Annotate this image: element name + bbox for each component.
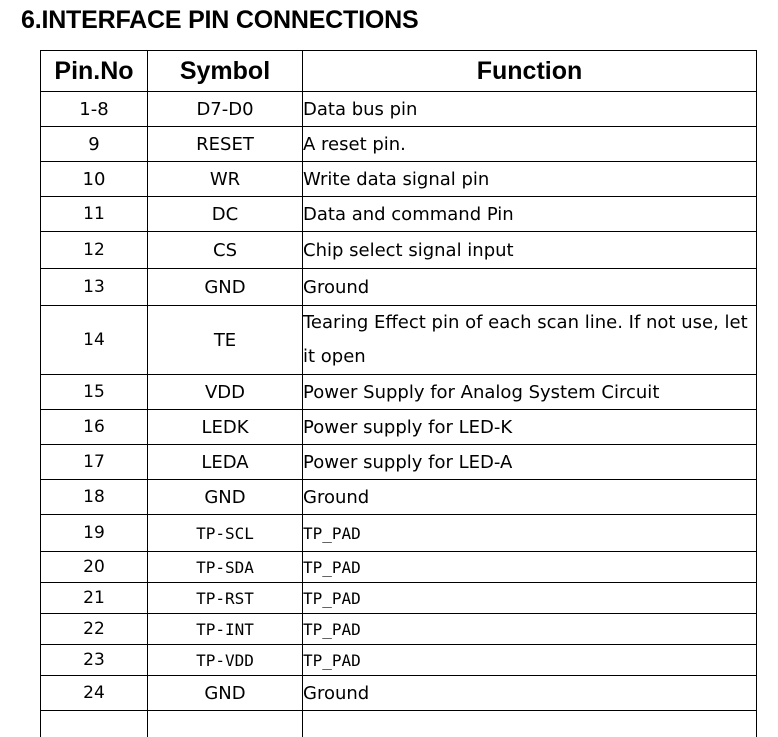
table-row: 16 LEDK Power supply for LED-K <box>41 410 757 445</box>
function-cell: Write data signal pin <box>303 162 757 197</box>
table-row: 23 TP-VDD TP_PAD <box>41 645 757 676</box>
pin-cell: 19 <box>41 515 148 552</box>
pin-cell: 9 <box>41 127 148 162</box>
table-row: 9 RESET A reset pin. <box>41 127 757 162</box>
function-cell: TP_PAD <box>303 614 757 645</box>
pin-cell: 16 <box>41 410 148 445</box>
function-cell: Power supply for LED-K <box>303 410 757 445</box>
pin-cell: 22 <box>41 614 148 645</box>
table-row: 17 LEDA Power supply for LED-A <box>41 445 757 480</box>
function-cell: Ground <box>303 269 757 306</box>
pin-cell: 23 <box>41 645 148 676</box>
header-symbol: Symbol <box>148 51 303 92</box>
symbol-cell: GND <box>148 480 303 515</box>
symbol-cell: DC <box>148 197 303 232</box>
symbol-cell: TP-SCL <box>148 515 303 552</box>
pin-cell: 20 <box>41 552 148 583</box>
symbol-cell: LEDA <box>148 445 303 480</box>
pin-cell: 18 <box>41 480 148 515</box>
pin-cell: 10 <box>41 162 148 197</box>
empty-cell <box>41 711 148 737</box>
table-row: 19 TP-SCL TP_PAD <box>41 515 757 552</box>
function-cell: Power Supply for Analog System Circuit <box>303 375 757 410</box>
pin-cell: 17 <box>41 445 148 480</box>
pin-cell: 21 <box>41 583 148 614</box>
table-row: 18 GND Ground <box>41 480 757 515</box>
table-row: 20 TP-SDA TP_PAD <box>41 552 757 583</box>
symbol-cell: TE <box>148 306 303 375</box>
pin-cell: 1-8 <box>41 92 148 127</box>
table-row: 15 VDD Power Supply for Analog System Ci… <box>41 375 757 410</box>
empty-cell <box>303 711 757 737</box>
function-cell: Data bus pin <box>303 92 757 127</box>
header-pin-no: Pin.No <box>41 51 148 92</box>
empty-cell <box>148 711 303 737</box>
function-cell: TP_PAD <box>303 552 757 583</box>
table-row: 14 TE Tearing Effect pin of each scan li… <box>41 306 757 375</box>
pin-cell: 12 <box>41 232 148 269</box>
table-row: 12 CS Chip select signal input <box>41 232 757 269</box>
function-cell: Chip select signal input <box>303 232 757 269</box>
pin-cell: 24 <box>41 676 148 711</box>
table-row: 11 DC Data and command Pin <box>41 197 757 232</box>
symbol-cell: GND <box>148 269 303 306</box>
function-cell: TP_PAD <box>303 645 757 676</box>
function-cell: Ground <box>303 676 757 711</box>
header-row: Pin.No Symbol Function <box>41 51 757 92</box>
function-cell: Data and command Pin <box>303 197 757 232</box>
function-cell: A reset pin. <box>303 127 757 162</box>
table-row: 24 GND Ground <box>41 676 757 711</box>
function-cell: Power supply for LED-A <box>303 445 757 480</box>
symbol-cell: TP-RST <box>148 583 303 614</box>
pin-connections-table: Pin.No Symbol Function 1-8 D7-D0 Data bu… <box>40 50 757 737</box>
pin-cell: 13 <box>41 269 148 306</box>
table-row-empty <box>41 711 757 737</box>
symbol-cell: D7-D0 <box>148 92 303 127</box>
table-row: 10 WR Write data signal pin <box>41 162 757 197</box>
table-row: 1-8 D7-D0 Data bus pin <box>41 92 757 127</box>
symbol-cell: LEDK <box>148 410 303 445</box>
symbol-cell: RESET <box>148 127 303 162</box>
symbol-cell: CS <box>148 232 303 269</box>
symbol-cell: TP-INT <box>148 614 303 645</box>
pin-cell: 14 <box>41 306 148 375</box>
function-cell: Ground <box>303 480 757 515</box>
table-row: 21 TP-RST TP_PAD <box>41 583 757 614</box>
function-cell: TP_PAD <box>303 583 757 614</box>
header-function: Function <box>303 51 757 92</box>
pin-cell: 11 <box>41 197 148 232</box>
symbol-cell: WR <box>148 162 303 197</box>
symbol-cell: TP-VDD <box>148 645 303 676</box>
pin-cell: 15 <box>41 375 148 410</box>
function-cell: Tearing Effect pin of each scan line. If… <box>303 306 757 375</box>
symbol-cell: VDD <box>148 375 303 410</box>
function-cell: TP_PAD <box>303 515 757 552</box>
symbol-cell: GND <box>148 676 303 711</box>
table-row: 13 GND Ground <box>41 269 757 306</box>
section-title: 6.INTERFACE PIN CONNECTIONS <box>21 6 418 35</box>
symbol-cell: TP-SDA <box>148 552 303 583</box>
table-row: 22 TP-INT TP_PAD <box>41 614 757 645</box>
